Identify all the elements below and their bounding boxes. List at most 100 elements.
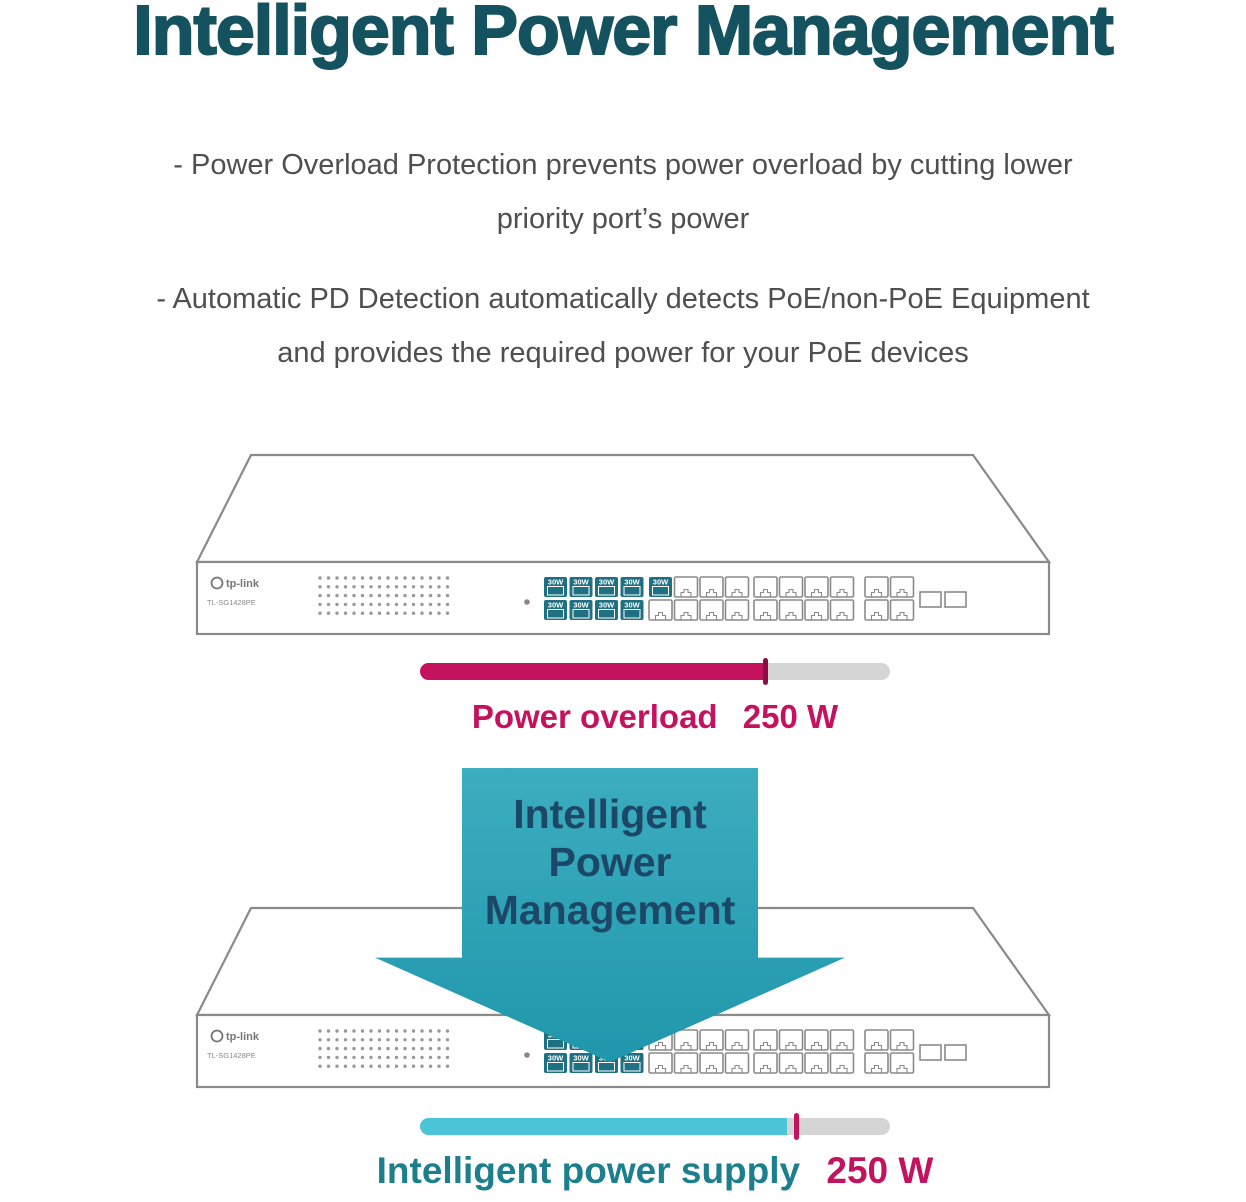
bullet-pd-detection: - Automatic PD Detection automatically d… <box>0 272 1246 380</box>
poe-port-active: 30W <box>544 600 567 620</box>
tp-link-logo: tp-link <box>210 1029 260 1043</box>
rj45-port <box>673 599 699 621</box>
svg-text:30W: 30W <box>548 601 564 610</box>
meter-label-text: Power overload <box>471 698 718 735</box>
page-title: Intelligent Power Management <box>132 0 1114 70</box>
meter-limit-marker <box>763 658 769 685</box>
svg-text:30W: 30W <box>573 1054 589 1063</box>
poe-port-active: 30W <box>595 600 618 620</box>
switch-model: TL-SG1428PE <box>207 1051 256 1060</box>
rj45-port <box>829 1052 855 1074</box>
svg-text:30W: 30W <box>573 601 589 610</box>
rj45-port <box>724 1029 750 1051</box>
rj45-port <box>864 599 889 621</box>
svg-text:tp-link: tp-link <box>226 1031 260 1043</box>
rj45-port <box>829 1029 855 1051</box>
poe-port-active: 30W <box>620 1053 644 1073</box>
rj45-port <box>804 1052 829 1074</box>
rj45-port <box>829 576 855 598</box>
intelligent-supply-label: Intelligent power supply 250 W <box>188 1150 1122 1192</box>
arrow-caption-line: Intelligent <box>513 791 707 837</box>
rj45-port <box>673 1052 699 1074</box>
svg-text:30W: 30W <box>624 601 640 610</box>
meter-fill <box>420 663 768 680</box>
rj45-port <box>889 599 915 621</box>
bullet-line: - Power Overload Protection prevents pow… <box>173 149 1073 181</box>
rj45-port <box>724 576 750 598</box>
switch-front-face <box>195 560 1051 636</box>
poe-port-active: 30W <box>620 600 644 620</box>
rj45-port <box>699 1029 724 1051</box>
sfp-slot <box>944 591 967 608</box>
rj45-port <box>864 576 889 598</box>
rj45-port <box>699 576 724 598</box>
feature-bullets: - Power Overload Protection prevents pow… <box>0 138 1246 380</box>
rj45-port <box>778 1029 804 1051</box>
poe-port-active: 30W <box>569 577 593 597</box>
svg-text:30W: 30W <box>624 1054 640 1063</box>
bullet-line: and provides the required power for your… <box>277 337 969 369</box>
rj45-port <box>648 1052 673 1074</box>
sfp-slot <box>919 1044 942 1061</box>
meter-fill <box>420 1118 787 1135</box>
rj45-port <box>804 1029 829 1051</box>
arrow-caption-line: Management <box>484 887 736 933</box>
rj45-port <box>673 1029 699 1051</box>
svg-text:30W: 30W <box>599 601 615 610</box>
sfp-slot <box>919 591 942 608</box>
rj45-port <box>724 599 750 621</box>
rj45-port <box>753 599 778 621</box>
poe-port-active: 30W <box>620 577 644 597</box>
rj45-port <box>864 1052 889 1074</box>
rj45-port <box>864 1029 889 1051</box>
svg-text:30W: 30W <box>624 578 640 587</box>
arrow-caption: Intelligent Power Management <box>375 790 845 934</box>
sfp-slot <box>944 1044 967 1061</box>
bullet-line: priority port’s power <box>496 203 750 235</box>
poe-port-active: 30W <box>544 577 567 597</box>
rj45-port <box>648 599 673 621</box>
rj45-port <box>753 1052 778 1074</box>
svg-text:30W: 30W <box>548 1054 564 1063</box>
poe-port-active: 30W <box>569 1053 593 1073</box>
vent-holes <box>318 1029 450 1068</box>
poe-port-active: 30W <box>595 577 618 597</box>
rj45-port <box>699 599 724 621</box>
rj45-port <box>753 576 778 598</box>
meter-value-text: 250 W <box>742 698 839 735</box>
intelligent-supply-meter <box>420 1113 890 1140</box>
tp-link-logo: tp-link <box>210 576 260 590</box>
rj45-port <box>699 1052 724 1074</box>
rj45-port <box>804 576 829 598</box>
rj45-port <box>889 1029 915 1051</box>
bullet-power-overload: - Power Overload Protection prevents pow… <box>0 138 1246 246</box>
power-overload-label: Power overload 250 W <box>188 698 1122 736</box>
rj45-port <box>829 599 855 621</box>
meter-limit-marker <box>794 1113 799 1140</box>
bullet-line: - Automatic PD Detection automatically d… <box>156 283 1090 315</box>
svg-text:tp-link: tp-link <box>226 578 260 590</box>
rj45-port <box>889 576 915 598</box>
meter-label-text: Intelligent power supply <box>376 1150 801 1191</box>
svg-text:30W: 30W <box>548 578 564 587</box>
poe-port-active: 30W <box>544 1053 567 1073</box>
poe-port-active: 30W <box>569 600 593 620</box>
rj45-port <box>753 1029 778 1051</box>
vent-holes <box>318 576 450 615</box>
rj45-port <box>778 1052 804 1074</box>
rj45-port <box>673 576 699 598</box>
poe-port-active: 30W <box>649 577 672 597</box>
reset-button <box>524 599 530 605</box>
rj45-port <box>724 1052 750 1074</box>
rj45-port <box>804 599 829 621</box>
meter-value-text: 250 W <box>826 1150 934 1191</box>
svg-text:30W: 30W <box>599 578 615 587</box>
svg-text:30W: 30W <box>573 578 589 587</box>
rj45-port <box>778 599 804 621</box>
rj45-port <box>889 1052 915 1074</box>
switch-model: TL-SG1428PE <box>207 598 256 607</box>
switch-top-face <box>195 453 1052 564</box>
